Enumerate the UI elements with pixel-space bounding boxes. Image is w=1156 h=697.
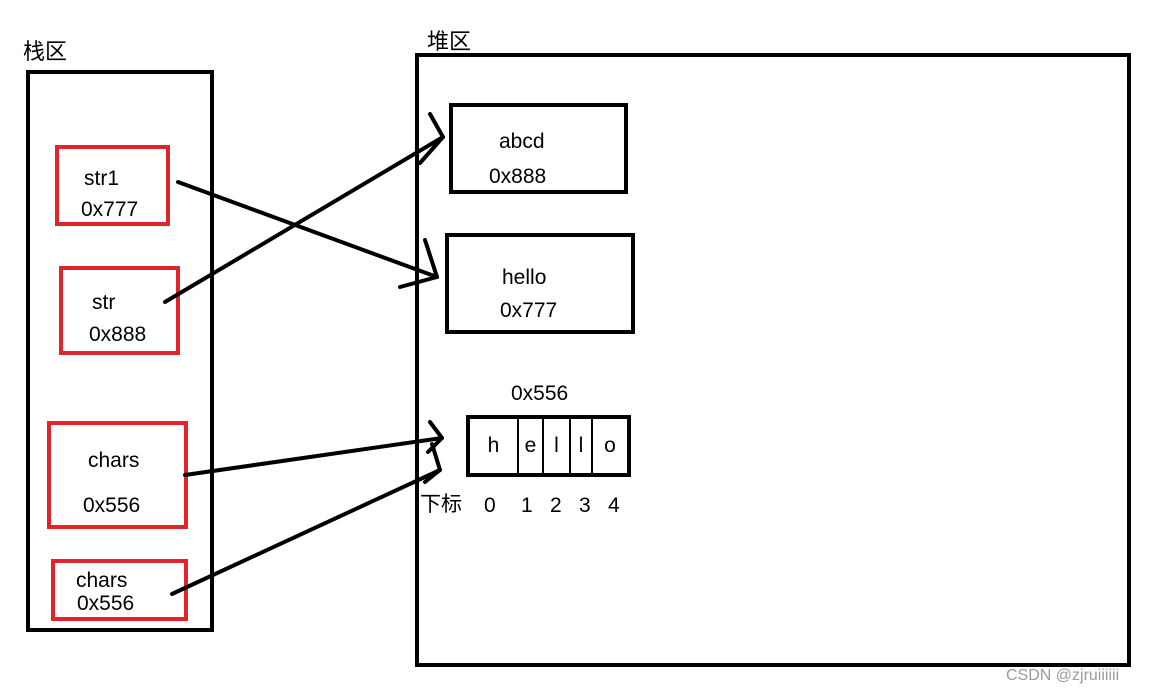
- stack-var-str: [59, 266, 180, 355]
- arrowhead-hello: [398, 238, 439, 289]
- arrow-str-to-abcd: [163, 135, 445, 304]
- var-name: str: [92, 291, 116, 314]
- stack-region: [26, 70, 214, 632]
- heap-region: [415, 53, 1131, 667]
- var-address: 0x556: [77, 592, 135, 615]
- arrow-chars1-to-array: [183, 436, 444, 477]
- array-cell: o: [591, 419, 627, 473]
- heap-label: 堆区: [427, 30, 472, 55]
- var-address: 0x556: [83, 494, 141, 517]
- var-address: 0x888: [89, 323, 147, 346]
- char-array: h e l l o: [466, 415, 631, 477]
- index-label: 下标: [420, 493, 462, 516]
- stack-var-str1: [55, 145, 170, 226]
- object-address: 0x777: [500, 299, 558, 322]
- stack-label: 栈区: [23, 40, 68, 65]
- array-index: 4: [608, 494, 620, 517]
- array-cell: e: [517, 419, 542, 473]
- array-index: 2: [550, 494, 562, 517]
- var-address: 0x777: [81, 198, 139, 221]
- array-cell: h: [487, 434, 500, 457]
- array-index: 0: [484, 494, 496, 517]
- array-cell: l: [542, 419, 569, 473]
- arrow-chars2-to-array: [170, 468, 442, 596]
- arrowhead-array-2: [423, 442, 442, 484]
- stack-var-chars-2: [51, 559, 188, 621]
- heap-object-abcd: [449, 103, 628, 194]
- var-name: chars: [88, 449, 140, 472]
- object-address: 0x888: [489, 165, 547, 188]
- array-index: 3: [579, 494, 591, 517]
- array-cell: l: [569, 419, 591, 473]
- watermark: CSDN @zjruiiiiii: [1006, 667, 1120, 684]
- array-index: 1: [521, 494, 533, 517]
- array-address: 0x556: [511, 382, 569, 405]
- heap-object-hello: [445, 233, 635, 334]
- var-name: str1: [84, 167, 120, 190]
- arrow-str1-to-hello: [176, 180, 439, 279]
- var-name: chars: [76, 569, 128, 592]
- arrowhead-abcd: [418, 112, 445, 165]
- object-value: abcd: [499, 130, 545, 153]
- object-value: hello: [502, 266, 547, 289]
